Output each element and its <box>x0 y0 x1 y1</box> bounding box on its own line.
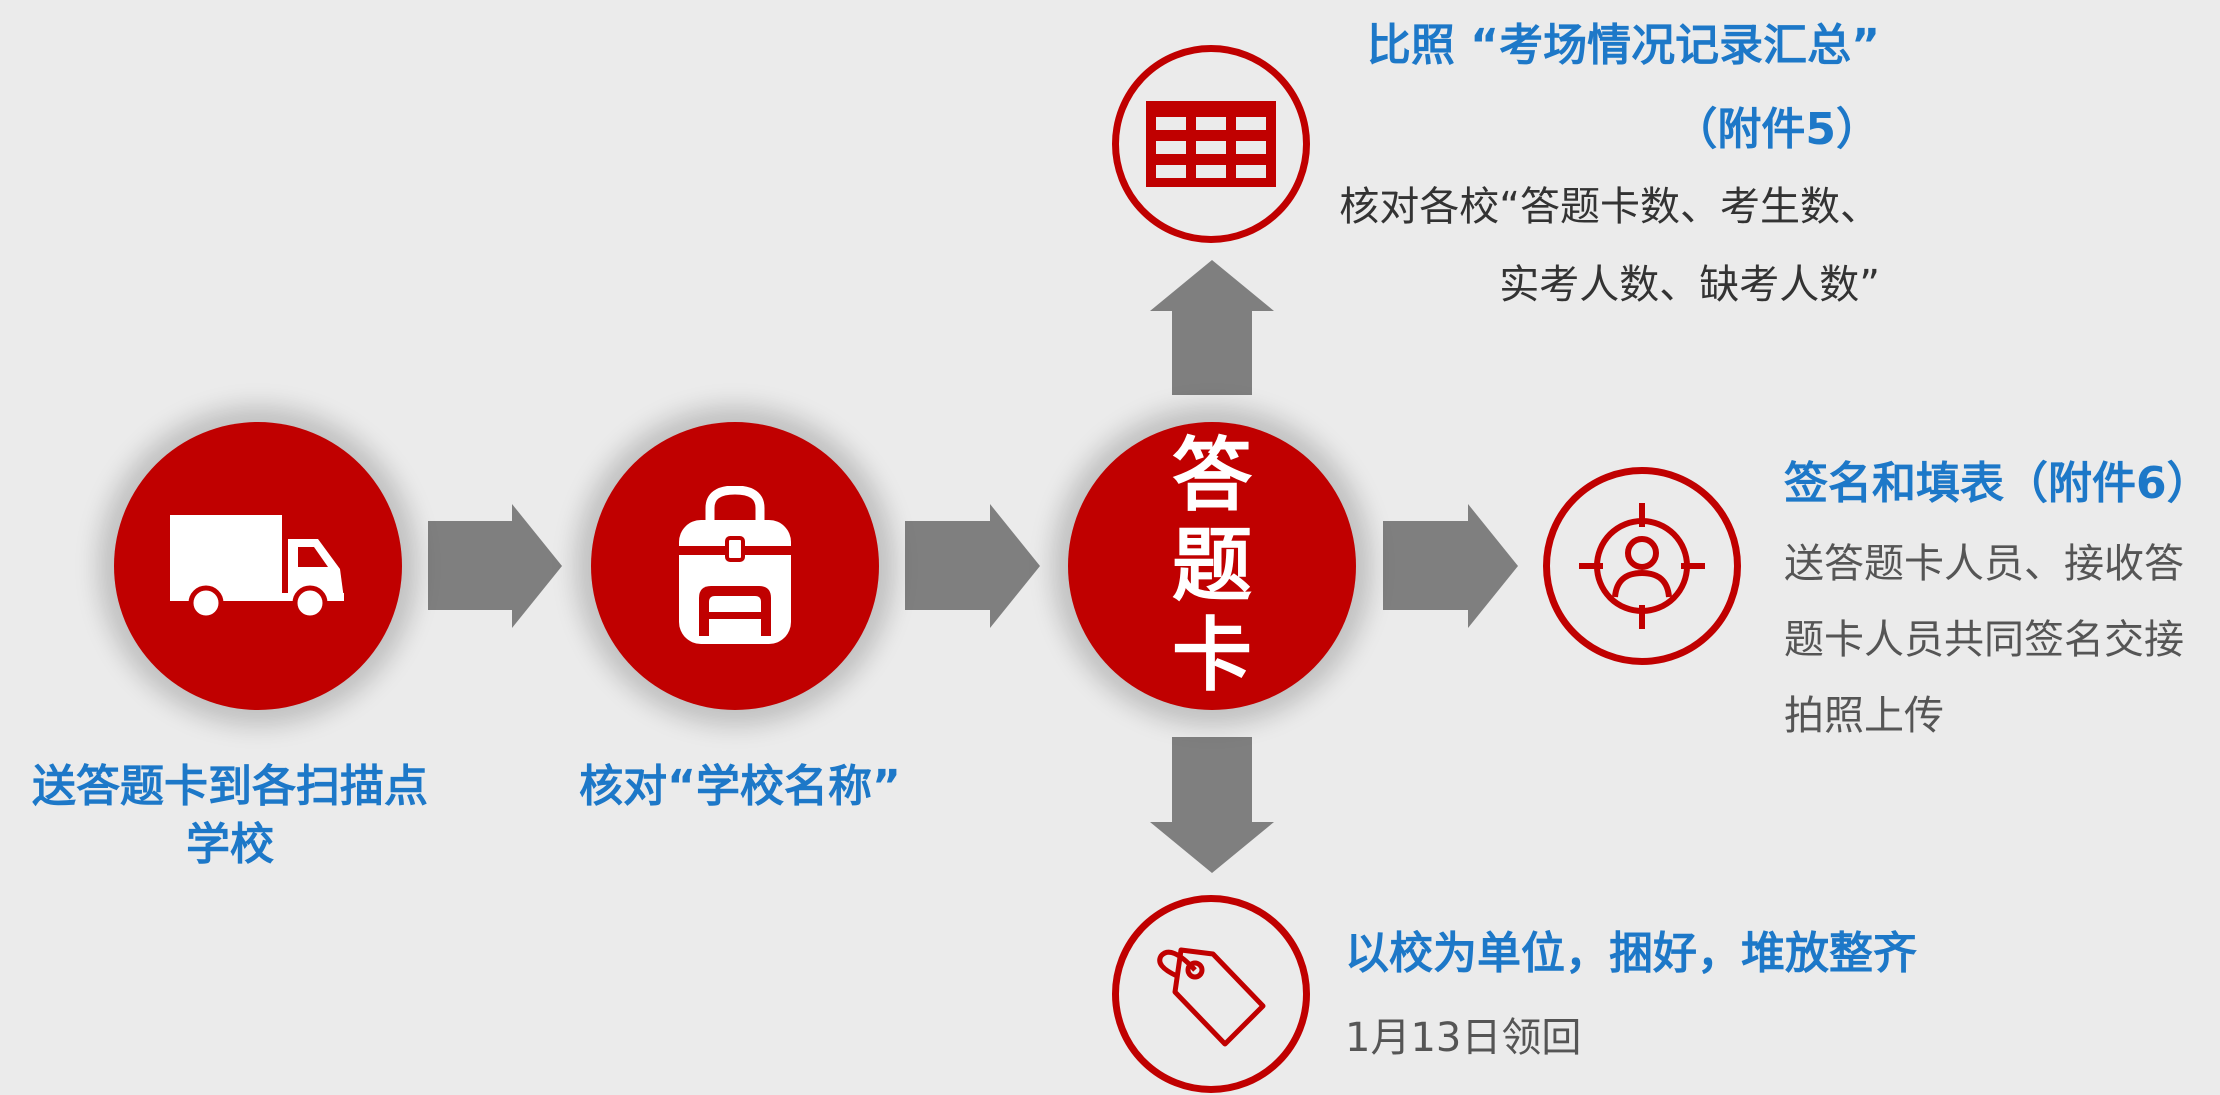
table-branch-circle <box>1112 45 1310 243</box>
center-title-line1: 答题 <box>1172 429 1252 612</box>
right-branch-description: 送答题卡人员、接收答 题卡人员共同签名交接 拍照上传 <box>1784 526 2220 754</box>
backpack-step-circle <box>591 422 879 710</box>
answer-card-circle: 答题 卡 <box>1068 422 1356 710</box>
truck-step-circle <box>114 422 402 710</box>
top-branch-title: 比照 “考场情况记录汇总” （附件5） <box>1300 4 1880 172</box>
table-grid-icon <box>1146 101 1276 187</box>
tag-icon <box>1157 947 1266 1047</box>
top-branch-title-line1: 比照 “考场情况记录汇总” <box>1366 20 1880 71</box>
truck-step-label: 送答题卡到各扫描点 学校 <box>32 761 428 870</box>
truck-icon <box>170 515 344 621</box>
arrow-truck-to-backpack <box>428 504 562 628</box>
arrow-center-to-bottom <box>1150 737 1274 873</box>
right-branch-desc-line3: 拍照上传 <box>1784 693 1944 739</box>
top-branch-desc-line1: 核对各校“答题卡数、考生数、 <box>1339 184 1880 230</box>
backpack-step-label: 核对“学校名称” <box>579 761 901 812</box>
arrow-center-to-right <box>1383 504 1518 628</box>
right-branch-desc-line1: 送答题卡人员、接收答 <box>1784 541 2184 587</box>
right-branch-title: 签名和填表（附件6） <box>1784 458 2211 509</box>
center-title-line2: 卡 <box>1172 609 1252 702</box>
tag-branch-circle <box>1112 895 1310 1093</box>
top-branch-description: 核对各校“答题卡数、考生数、 实考人数、缺考人数” <box>1300 168 1880 324</box>
backpack-icon <box>679 486 791 644</box>
top-branch-desc-line2: 实考人数、缺考人数” <box>1499 262 1880 308</box>
person-target-icon <box>1579 503 1705 629</box>
bottom-branch-title: 以校为单位，捆好，堆放整齐 <box>1345 928 1917 979</box>
right-branch-desc-line2: 题卡人员共同签名交接 <box>1784 617 2184 663</box>
bottom-branch-description: 1月13日领回 <box>1345 1015 1582 1061</box>
person-branch-circle <box>1543 467 1741 665</box>
top-branch-title-line2: （附件5） <box>1673 104 1880 155</box>
arrow-center-to-top <box>1150 260 1274 395</box>
arrow-backpack-to-center <box>905 504 1040 628</box>
